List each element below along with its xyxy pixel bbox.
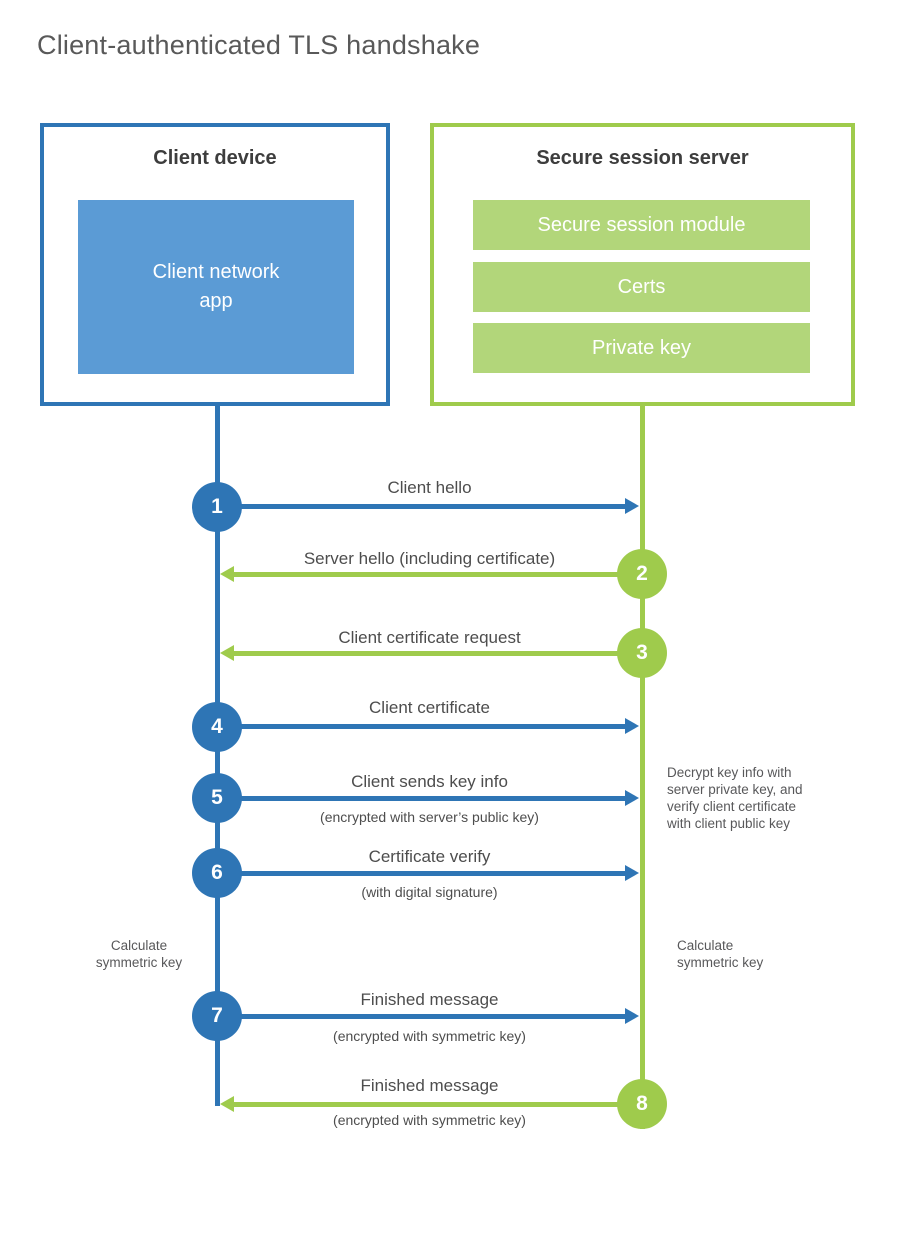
step-circle-3: 3 bbox=[617, 628, 667, 678]
flow-arrow-7 bbox=[217, 1008, 639, 1024]
flow-label-2: Server hello (including certificate) bbox=[303, 549, 556, 568]
server-calculate-key-note: Calculate symmetric key bbox=[677, 938, 764, 970]
flow-label-4: Client certificate bbox=[369, 698, 490, 717]
step-circle-2: 2 bbox=[617, 549, 667, 599]
flow-label-7: Finished message bbox=[360, 990, 499, 1009]
server-module-private-key: Private key bbox=[473, 323, 810, 373]
flow-sublabel-8: (encrypted with symmetric key) bbox=[333, 1112, 526, 1128]
client-network-app-rect: Client network app bbox=[78, 200, 354, 374]
flow-sublabel-7: (encrypted with symmetric key) bbox=[333, 1028, 526, 1044]
flow-arrow-1 bbox=[217, 498, 639, 514]
flow-arrow-6 bbox=[217, 865, 639, 881]
step-circle-8: 8 bbox=[617, 1079, 667, 1129]
flow-label-1: Client hello bbox=[387, 478, 472, 497]
server-module-certs: Certs bbox=[473, 262, 810, 312]
flow-sublabel-6: (with digital signature) bbox=[361, 884, 498, 900]
client-calculate-key-note: Calculate symmetric key bbox=[95, 938, 183, 970]
flow-arrow-3 bbox=[220, 645, 642, 661]
page-title: Client-authenticated TLS handshake bbox=[37, 30, 481, 60]
step-circle-5: 5 bbox=[192, 773, 242, 823]
step-circle-6: 6 bbox=[192, 848, 242, 898]
flow-label-6: Certificate verify bbox=[368, 847, 491, 866]
flow-label-5: Client sends key info bbox=[351, 772, 508, 791]
step-circle-4: 4 bbox=[192, 702, 242, 752]
step-circle-7: 7 bbox=[192, 991, 242, 1041]
flow-arrow-5 bbox=[217, 790, 639, 806]
client-lifeline bbox=[215, 406, 220, 1106]
flow-label-3: Client certificate request bbox=[338, 628, 521, 647]
flow-arrow-8 bbox=[220, 1096, 642, 1112]
server-decrypt-note: Decrypt key info with server private key… bbox=[667, 765, 803, 831]
secure-session-server-title: Secure session server bbox=[536, 147, 749, 169]
flow-label-8: Finished message bbox=[360, 1076, 499, 1095]
flow-sublabel-5: (encrypted with server’s public key) bbox=[320, 809, 539, 825]
flow-arrow-4 bbox=[217, 718, 639, 734]
client-device-title: Client device bbox=[153, 147, 277, 169]
step-circle-1: 1 bbox=[192, 482, 242, 532]
flow-arrow-2 bbox=[220, 566, 642, 582]
server-lifeline bbox=[640, 406, 645, 1129]
server-module-secure-session: Secure session module bbox=[473, 200, 810, 250]
